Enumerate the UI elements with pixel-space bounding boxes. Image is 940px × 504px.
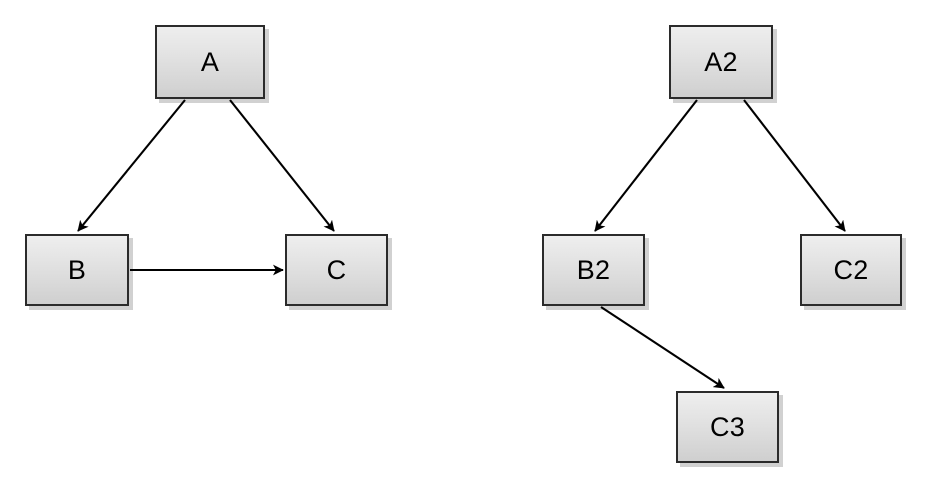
node-a[interactable]: A [155,25,265,99]
node-label: C3 [710,411,745,442]
edge-a-to-b [77,99,186,232]
node-label: C [326,254,347,285]
edge-a2-to-c2 [743,99,846,232]
node-c2[interactable]: C2 [800,234,902,306]
node-c[interactable]: C [285,234,388,306]
node-b2[interactable]: B2 [542,234,645,306]
edge-a-to-c [229,99,335,232]
node-b[interactable]: B [25,234,129,306]
node-a2[interactable]: A2 [669,25,773,99]
node-c3[interactable]: C3 [676,391,779,463]
node-label: C2 [833,254,869,285]
edge-a2-to-b2 [594,99,698,232]
edge-b2-to-c3 [600,306,725,389]
node-label: A2 [704,46,738,77]
node-label: B [67,254,87,285]
node-label: A [200,46,220,77]
node-label: B2 [576,254,611,285]
